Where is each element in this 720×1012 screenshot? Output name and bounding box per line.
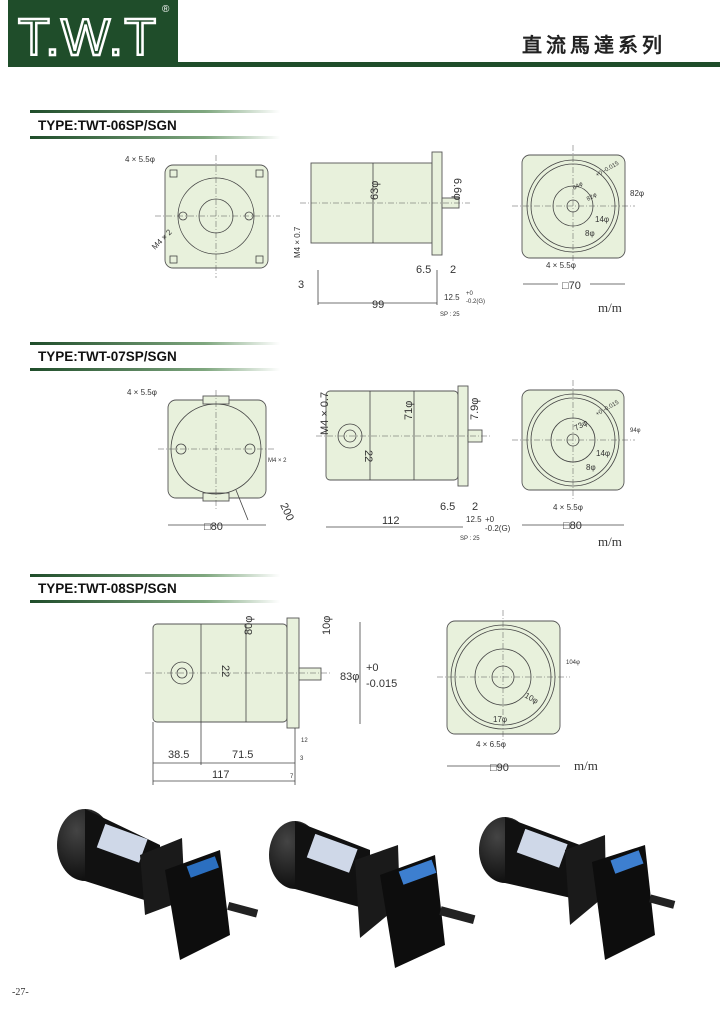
rear-view: 64φ +0 -0.015 82φ 82φ 14φ 8φ 4 × 5.5φ □7…	[512, 145, 644, 292]
dim-104: 104φ	[566, 660, 580, 666]
tol-up: +0	[366, 662, 379, 674]
tol-down: -0.2(G)	[485, 524, 511, 533]
dim-22: 22	[362, 450, 374, 462]
dim-14: 14φ	[595, 215, 609, 224]
shaft-label: 6.6φ	[451, 178, 463, 200]
type-label: TYPE:TWT-07SP/SGN	[38, 349, 177, 364]
dim-8: 8φ	[585, 229, 595, 238]
gear-motor-photo-2	[269, 821, 476, 968]
dim-82-inner: 82φ	[586, 192, 598, 203]
rear-view: 73φ +0 -0.015 94φ 14φ 8φ 4 × 5.5φ □80	[512, 380, 641, 532]
tol-up: +0	[485, 515, 495, 524]
lead-length: 200	[277, 501, 296, 523]
diameter-label: 63φ	[369, 181, 381, 200]
square-label-backdrop	[558, 277, 590, 291]
square-label: □80	[563, 520, 582, 532]
section-twt-06: TYPE:TWT-06SP/SGN 4 × 5.5φ M4 × 2 63φ 6.…	[30, 110, 644, 318]
dim-6-5: 6.5	[416, 264, 431, 276]
dim-2: 2	[450, 264, 456, 276]
shaft-label: 7.9φ	[469, 398, 481, 420]
sp-label: SP : 25	[440, 312, 460, 318]
rear-view: 104φ 10φ 17φ 4 × 6.5φ □90	[437, 610, 580, 774]
dim-7: 7	[290, 774, 294, 780]
holes-label: 4 × 5.5φ	[546, 261, 576, 270]
sp-label: SP : 25	[460, 536, 480, 542]
dim-14: 14φ	[596, 449, 610, 458]
shaft-length: 12.5	[466, 515, 482, 524]
logo-block	[8, 0, 178, 64]
square-label: □70	[562, 280, 581, 292]
gear-motor-photo-3	[479, 817, 676, 960]
unit-label: m/m	[574, 758, 598, 773]
section-twt-07: TYPE:TWT-07SP/SGN 4 × 5.5φ M4 × 2 200 □8…	[30, 342, 641, 549]
side-view: 80φ 10φ 22 83φ +0 -0.015 12 3 7 38.5 71.…	[145, 616, 397, 785]
length-label: 112	[382, 515, 400, 527]
holes-label: 4 × 6.5φ	[476, 740, 506, 749]
dim-22: 22	[219, 665, 231, 677]
diameter-label: 80φ	[243, 616, 255, 635]
side-view: 63φ 6.6φ M4 × 0.7 3 6.5 2 99 12.5 +0 -0.…	[293, 151, 485, 318]
section-twt-08: TYPE:TWT-08SP/SGN 80φ 10φ 22 83φ +0 -0.0…	[30, 574, 598, 785]
tol-down: -0.2(G)	[466, 299, 485, 305]
divider	[30, 110, 280, 113]
divider	[30, 342, 280, 345]
diameter-label: 71φ	[403, 401, 415, 420]
dim-38-5: 38.5	[168, 749, 189, 761]
divider	[30, 574, 280, 577]
type-label: TYPE:TWT-06SP/SGN	[38, 118, 177, 133]
dim-94: 94φ	[630, 428, 641, 434]
holes-label: 4 × 5.5φ	[125, 155, 155, 164]
product-photos	[57, 809, 676, 968]
registered-mark: ®	[162, 4, 170, 15]
divider	[30, 600, 280, 603]
unit-label: m/m	[598, 534, 622, 549]
holes-label: 4 × 5.5φ	[553, 503, 583, 512]
holes-label: 4 × 5.5φ	[127, 388, 157, 397]
pilot-label: 64φ	[572, 181, 584, 192]
dim-3: 3	[300, 756, 304, 762]
dim-3: 3	[298, 279, 304, 291]
page-number: -27-	[12, 987, 29, 998]
tol-down: -0.015	[366, 678, 397, 690]
tap-label: M4 × 2	[268, 458, 287, 464]
brand-logo: T.W.T	[18, 9, 156, 67]
dim-2: 2	[472, 501, 478, 513]
dim-71-5: 71.5	[232, 749, 253, 761]
length-label: 117	[212, 769, 230, 781]
square-label: □80	[204, 521, 223, 533]
divider	[30, 136, 280, 139]
divider	[30, 368, 280, 371]
shaft-length: 12.5	[444, 293, 460, 302]
shaft-label: 10φ	[321, 616, 333, 635]
header: T.W.T ® 直流馬達系列	[8, 0, 720, 68]
front-view: 4 × 5.5φ M4 × 2	[125, 155, 280, 278]
dim-82: 82φ	[630, 189, 644, 198]
dim-12: 12	[301, 738, 308, 744]
dim-8: 8φ	[586, 463, 596, 472]
pilot-label: 83φ	[340, 671, 359, 683]
length-label: 99	[372, 299, 384, 311]
tap-label: M4 × 0.7	[319, 392, 331, 435]
page-title: 直流馬達系列	[522, 33, 666, 57]
type-label: TYPE:TWT-08SP/SGN	[38, 581, 177, 596]
header-rule	[8, 62, 720, 67]
front-view: 4 × 5.5φ M4 × 2 200 □80	[127, 388, 296, 533]
tap-label: M4 × 0.7	[293, 226, 302, 258]
square-label: □90	[490, 762, 509, 774]
side-view: 71φ 7.9φ M4 × 0.7 22 6.5 2 112 12.5 +0 -…	[316, 385, 511, 542]
gear-motor-photo-1	[57, 809, 259, 960]
dim-17: 17φ	[493, 715, 507, 724]
unit-label: m/m	[598, 300, 622, 315]
tol-up: +0	[466, 291, 474, 297]
dim-6-5: 6.5	[440, 501, 455, 513]
